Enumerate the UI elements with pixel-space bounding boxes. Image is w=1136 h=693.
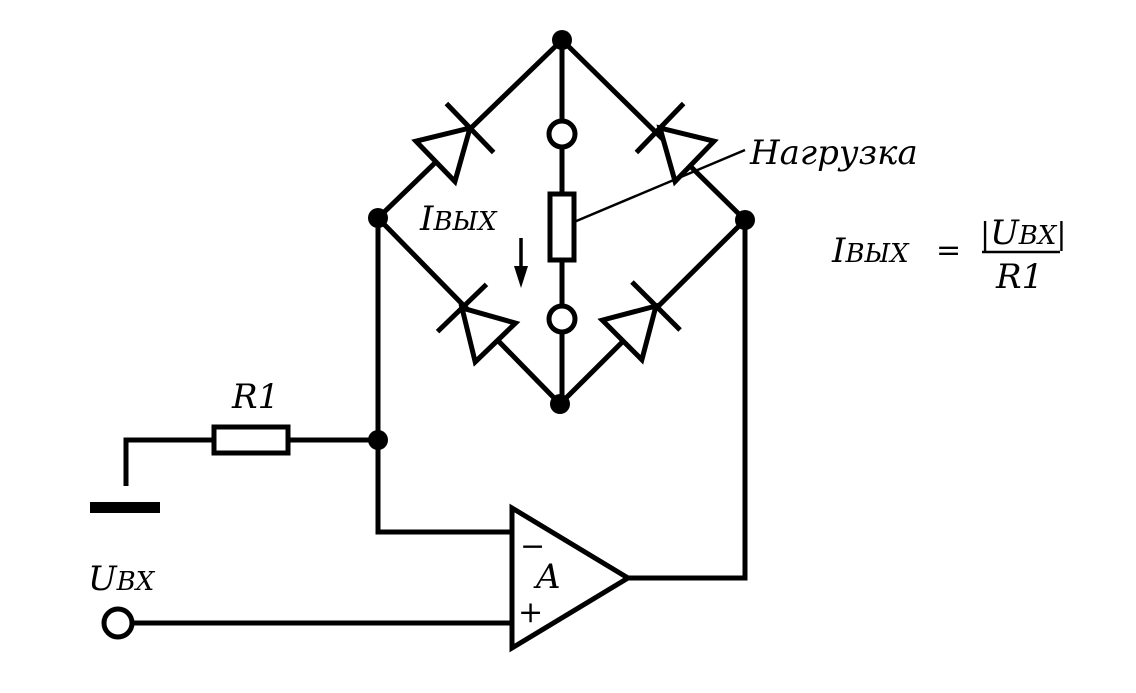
load-label: Нагрузка: [749, 133, 918, 173]
opamp-plus-label: +: [518, 595, 543, 630]
formula-equals: =: [936, 233, 961, 268]
current-arrow: [514, 238, 528, 288]
u-in-label: UВХ: [88, 559, 156, 599]
circuit-wires: [123, 218, 748, 626]
input-terminal: [101, 606, 135, 640]
opamp-name-label: A: [533, 557, 561, 597]
formula-lhs: IВЫХ: [831, 231, 910, 271]
diode-top-right: [634, 101, 719, 187]
formula-denominator: R1: [995, 257, 1043, 297]
diode-bottom-right: [597, 280, 682, 365]
formula: IВЫХ = |UВХ| R1: [831, 213, 1067, 297]
opamp-minus-label: −: [520, 529, 545, 564]
resistor-r1: [211, 424, 291, 456]
i-out-label: IВЫХ: [419, 199, 498, 239]
load-branch: [546, 40, 578, 404]
junction-dots: [368, 30, 755, 450]
diode-bottom-left: [435, 282, 521, 367]
formula-numerator: |UВХ|: [980, 213, 1067, 253]
load-leader-line: [573, 148, 746, 224]
op-amp-symbol: [509, 503, 633, 653]
ground-symbol: [90, 502, 160, 513]
r1-label: R1: [231, 377, 279, 417]
diode-top-left: [411, 101, 496, 187]
